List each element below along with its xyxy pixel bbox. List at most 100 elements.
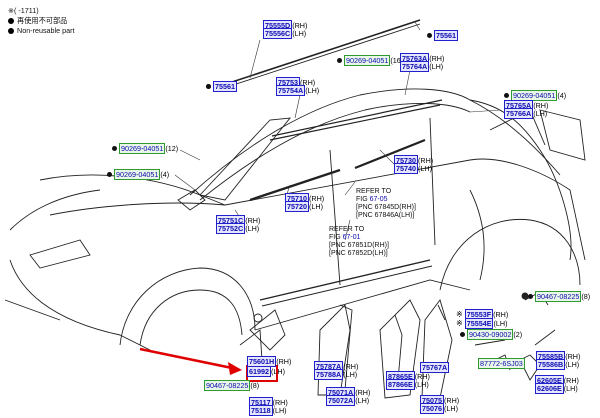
part-callout-75601h[interactable]: 75601H(RH): [247, 356, 291, 367]
part-callout-75765a[interactable]: 75765A(RH): [504, 100, 548, 111]
rocker: [259, 259, 431, 301]
part-callout-75753[interactable]: 75753(RH): [276, 77, 315, 88]
part-callout-75710[interactable]: 75710(RH): [285, 193, 324, 204]
part-number[interactable]: 75764A: [400, 61, 430, 72]
part-callout-61992[interactable]: 61992(LH): [247, 366, 285, 377]
fig-link[interactable]: 67-01: [342, 234, 361, 241]
part-number[interactable]: 90269-04051: [511, 90, 558, 101]
part-callout-90269-04051[interactable]: 90269-04051(4): [504, 90, 566, 101]
part-callout-75075[interactable]: 75075(RH): [420, 395, 459, 406]
part-callout-75585b[interactable]: 75585B(RH): [536, 351, 580, 362]
part-callout-75118[interactable]: 75118(LH): [249, 405, 287, 416]
part-number[interactable]: 75118: [249, 405, 273, 416]
part-number[interactable]: 75751C: [216, 215, 246, 226]
fig-link[interactable]: 67-05: [369, 196, 388, 203]
part-number[interactable]: 62605E: [535, 375, 564, 386]
part-callout-62606e[interactable]: 62606E(LH): [535, 383, 578, 394]
part-callout-90269-04051[interactable]: 90269-04051(16): [337, 55, 403, 66]
part-callout-75561[interactable]: 75561: [206, 81, 237, 92]
non-reusable-icon: [206, 84, 211, 89]
part-callout-90269-04051[interactable]: 90269-04051(4): [107, 169, 169, 180]
refer-note-2[interactable]: REFER TO FIG 67-01 [PNC 67851D(RH)] [PNC…: [329, 226, 389, 257]
part-callout-75117[interactable]: 75117(RH): [249, 397, 288, 408]
part-suffix: (RH): [355, 388, 371, 397]
part-callout-90467-08225[interactable]: 90467-08225(8): [204, 380, 260, 391]
part-callout-90430-09002[interactable]: 90430-09002(2): [460, 329, 523, 340]
part-number[interactable]: 75117: [249, 397, 273, 408]
part-number[interactable]: 87865E: [386, 371, 415, 382]
part-callout-75787a[interactable]: 75787A(RH): [314, 361, 358, 372]
part-callout-87865e[interactable]: 87865E(RH): [386, 371, 430, 382]
part-callout-62605e[interactable]: 62605E(RH): [535, 375, 579, 386]
part-callout-75586b[interactable]: 75586B(LH): [536, 359, 579, 370]
part-number[interactable]: 90467-08225: [535, 291, 582, 302]
part-number[interactable]: 90269-04051: [119, 143, 166, 154]
part-suffix: (LH): [343, 370, 358, 379]
part-callout-75076[interactable]: 75076(LH): [420, 403, 458, 414]
part-callout-75754a[interactable]: 75754A(LH): [276, 85, 319, 96]
part-callout-75752c[interactable]: 75752C(LH): [216, 223, 259, 234]
part-number[interactable]: 87772-6SJ03: [478, 358, 525, 369]
part-callout-75766a[interactable]: 75766A(LH): [504, 108, 547, 119]
part-number[interactable]: 87866E: [386, 379, 415, 390]
part-callout-75751c[interactable]: 75751C(RH): [216, 215, 260, 226]
part-callout-75763a[interactable]: 75763A(RH): [400, 53, 444, 64]
part-number[interactable]: 75788A: [314, 369, 344, 380]
part-number[interactable]: 75586B: [536, 359, 566, 370]
part-number[interactable]: 75555D: [263, 20, 293, 31]
part-number[interactable]: 90467-08225: [204, 380, 251, 391]
part-number[interactable]: 90430-09002: [467, 329, 514, 340]
part-number[interactable]: 90269-04051: [114, 169, 161, 180]
part-number[interactable]: 75553F: [464, 309, 494, 320]
part-callout-87866e[interactable]: 87866E(LH): [386, 379, 429, 390]
part-number[interactable]: 75710: [285, 193, 309, 204]
part-callout-75561[interactable]: 75561: [427, 30, 458, 41]
part-callout-75720[interactable]: 75720(LH): [285, 201, 323, 212]
part-number[interactable]: 75753: [276, 77, 300, 88]
part-callout-75072a[interactable]: 75072A(LH): [326, 395, 369, 406]
part-number[interactable]: 75071A: [326, 387, 356, 398]
part-callout-75740[interactable]: 75740(LH): [394, 163, 432, 174]
part-callout-75730[interactable]: 75730(RH): [394, 155, 433, 166]
part-callout-90467-08225[interactable]: 90467-08225(8): [528, 291, 590, 302]
part-number[interactable]: 75556C: [263, 28, 293, 39]
part-number[interactable]: 75754A: [276, 85, 306, 96]
part-number[interactable]: 75075: [420, 395, 444, 406]
part-number[interactable]: 75752C: [216, 223, 246, 234]
part-callout-75071a[interactable]: 75071A(RH): [326, 387, 371, 398]
part-number[interactable]: 75554E: [464, 318, 494, 329]
part-number[interactable]: 75561: [434, 30, 458, 41]
part-number[interactable]: 75720: [285, 201, 309, 212]
part-number[interactable]: 75561: [213, 81, 237, 92]
part-number[interactable]: 75585B: [536, 351, 566, 362]
part-callout-75553f[interactable]: ※75553F(RH): [456, 309, 508, 320]
part-number[interactable]: 75766A: [504, 108, 534, 119]
part-callout-75788a[interactable]: 75788A(LH): [314, 369, 358, 380]
part-number[interactable]: 90269-04051: [344, 55, 391, 66]
refer-note-1[interactable]: REFER TO FIG 67-05 [PNC 67845D(RH)] [PNC…: [356, 188, 416, 219]
part-number[interactable]: 75765A: [504, 100, 534, 111]
note-mark-icon: ※: [456, 319, 463, 328]
part-callout-75764a[interactable]: 75764A(LH): [400, 61, 443, 72]
part-callout-75767a[interactable]: 75767A: [420, 362, 450, 373]
part-suffix: (2): [513, 330, 523, 339]
part-suffix: (8): [250, 381, 260, 390]
part-callout-75554e[interactable]: ※75554E(LH): [456, 318, 507, 329]
part-number[interactable]: 75601H: [247, 356, 277, 367]
part-callout-87772-6sj03[interactable]: 87772-6SJ03: [478, 358, 525, 369]
part-callout-90269-04051[interactable]: 90269-04051(12): [112, 143, 178, 154]
part-number[interactable]: 75076: [420, 403, 444, 414]
part-number[interactable]: 75730: [394, 155, 418, 166]
part-number[interactable]: 75740: [394, 163, 418, 174]
side-mirror: [177, 189, 206, 211]
part-number[interactable]: 75787A: [314, 361, 344, 372]
part-number[interactable]: 61992: [247, 366, 271, 377]
part-suffix: (LH): [414, 380, 429, 389]
part-number[interactable]: 75763A: [400, 53, 430, 64]
part-callout-75555d[interactable]: 75555D(RH): [263, 20, 307, 31]
part-callout-75556c[interactable]: 75556C(LH): [263, 28, 306, 39]
part-number[interactable]: 62606E: [535, 383, 564, 394]
part-number[interactable]: 75767A: [420, 362, 450, 373]
part-number[interactable]: 75072A: [326, 395, 356, 406]
